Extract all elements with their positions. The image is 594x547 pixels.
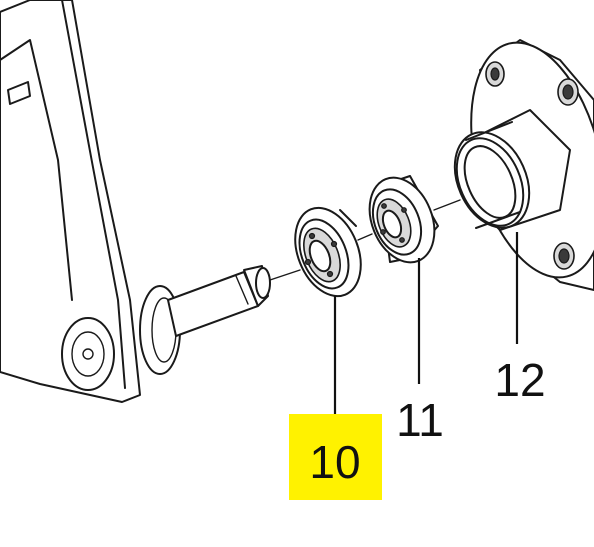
callout-highlight-box: [289, 414, 382, 500]
shaft: [139, 265, 301, 375]
bearing-10: [294, 206, 362, 298]
axis-line-1: [357, 233, 373, 241]
bearing-11: [368, 175, 439, 264]
callout-label-12: 12: [494, 354, 545, 406]
callout-label-11: 11: [396, 394, 444, 446]
hub-12: [453, 39, 594, 291]
axis-line-2: [433, 199, 461, 211]
callout-label-10: 10: [309, 436, 360, 488]
lever-arm: [0, 0, 141, 403]
